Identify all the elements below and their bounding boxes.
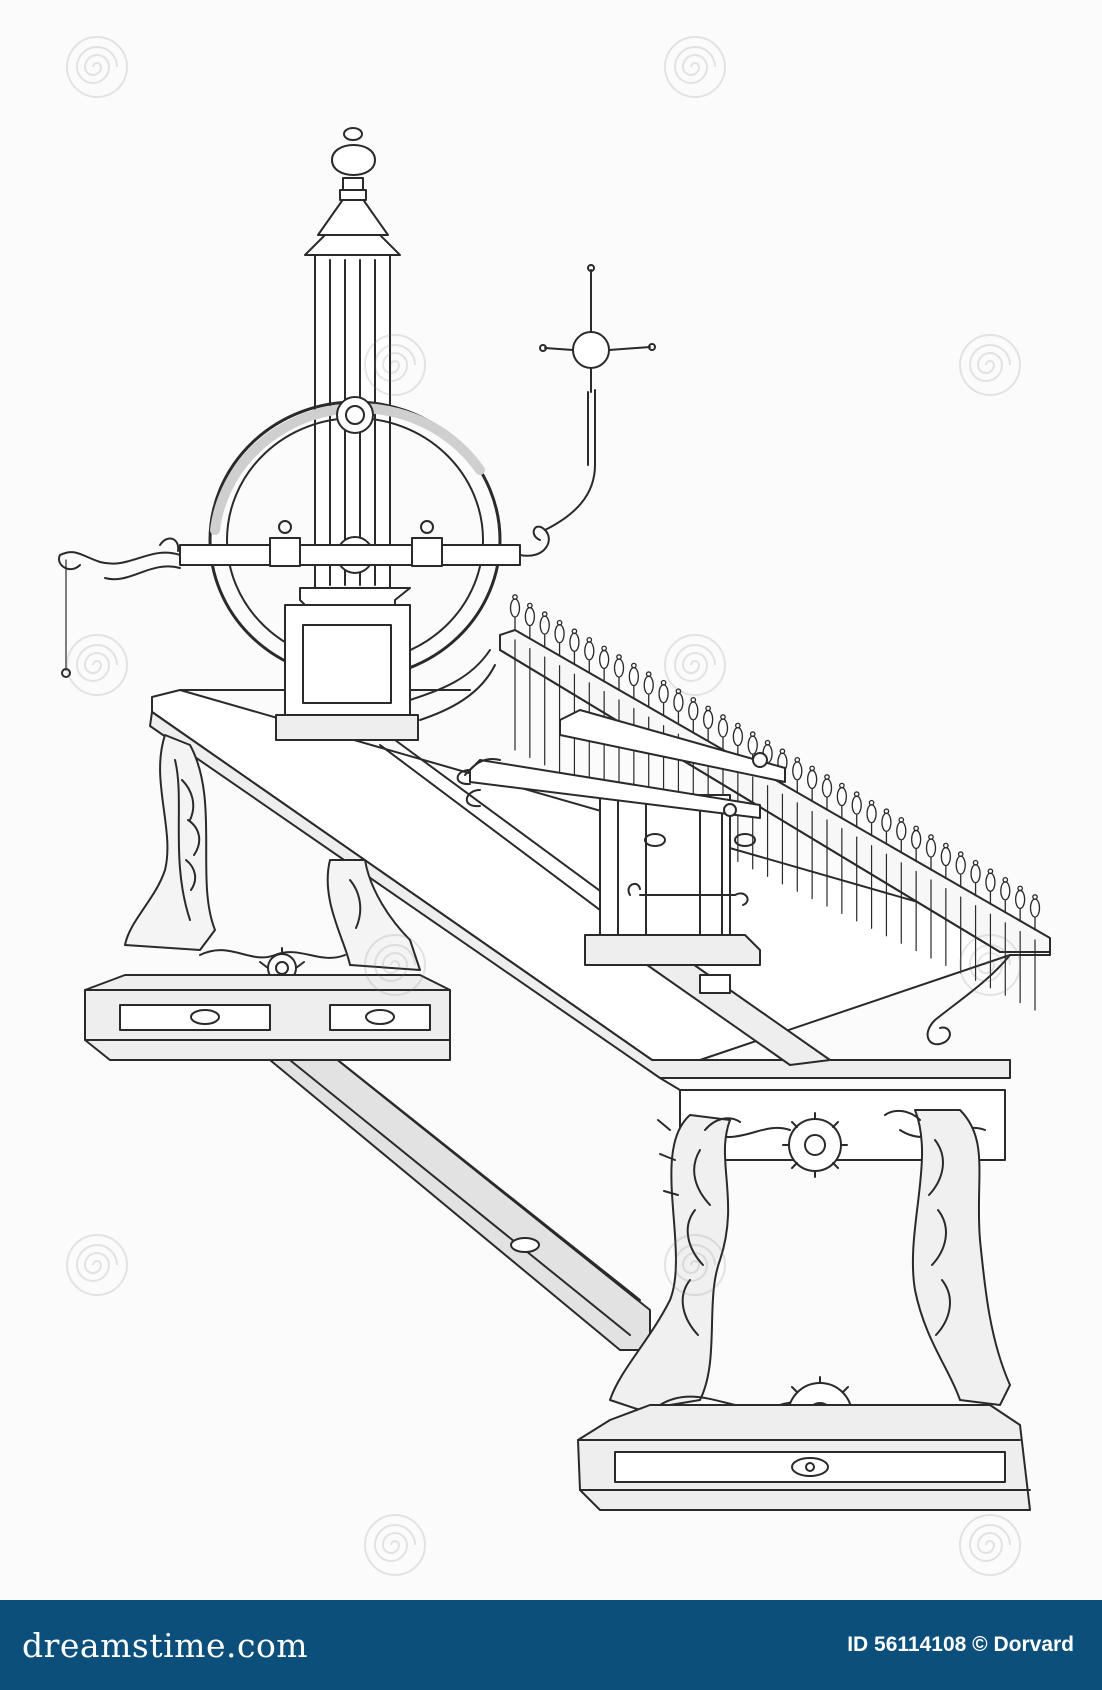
baluster	[910, 825, 922, 863]
spiral-logo-icon	[664, 36, 726, 98]
baluster	[554, 619, 565, 657]
baluster	[836, 782, 848, 820]
spiral-logo-icon	[364, 934, 426, 996]
spiral-logo-icon	[364, 1514, 426, 1576]
baluster	[881, 808, 892, 845]
spiral-logo-icon	[364, 334, 426, 396]
spiral-logo-icon	[66, 1234, 128, 1296]
spiral-logo-icon	[959, 334, 1021, 396]
spiral-logo-icon	[66, 634, 128, 696]
baluster	[584, 637, 595, 674]
baluster	[940, 842, 952, 880]
baluster	[598, 645, 610, 683]
baluster	[658, 679, 669, 717]
baluster	[702, 705, 714, 743]
baluster	[985, 868, 996, 905]
spiral-logo-icon	[959, 1514, 1021, 1576]
baluster	[792, 757, 803, 794]
spiral-logo-icon	[66, 36, 128, 98]
baluster	[524, 602, 536, 640]
baluster	[970, 859, 981, 897]
baluster	[717, 714, 729, 751]
baluster	[1000, 877, 1011, 914]
baluster	[925, 834, 937, 871]
baluster	[806, 765, 818, 803]
table	[84, 689, 1051, 1511]
baluster	[955, 851, 966, 888]
baluster	[821, 774, 833, 811]
baluster	[688, 697, 699, 734]
carriage	[456, 709, 831, 1066]
baluster	[896, 817, 907, 854]
baluster	[1029, 894, 1041, 931]
balustrade	[499, 594, 1051, 1046]
baluster	[539, 611, 550, 648]
baluster	[628, 662, 640, 700]
baluster	[643, 671, 654, 708]
baluster	[1014, 885, 1026, 923]
spiral-logo-icon	[664, 1234, 726, 1296]
baluster	[509, 594, 521, 631]
baluster	[732, 722, 744, 760]
image-credit: ID 56114108 © Dorvard	[847, 1633, 1074, 1656]
baluster	[673, 688, 684, 725]
spiral-logo-icon	[664, 634, 726, 696]
baluster	[613, 654, 625, 691]
brand-logo-text[interactable]: dreamstime.com	[22, 1625, 309, 1665]
spiral-logo-icon	[959, 934, 1021, 996]
baluster	[851, 791, 862, 828]
baluster	[866, 799, 877, 837]
baluster	[569, 628, 580, 665]
engraving-illustration	[58, 36, 1051, 1576]
footer-bar: dreamstime.com ID 56114108 © Dorvard	[0, 1600, 1102, 1690]
wheel-assembly	[58, 127, 656, 741]
